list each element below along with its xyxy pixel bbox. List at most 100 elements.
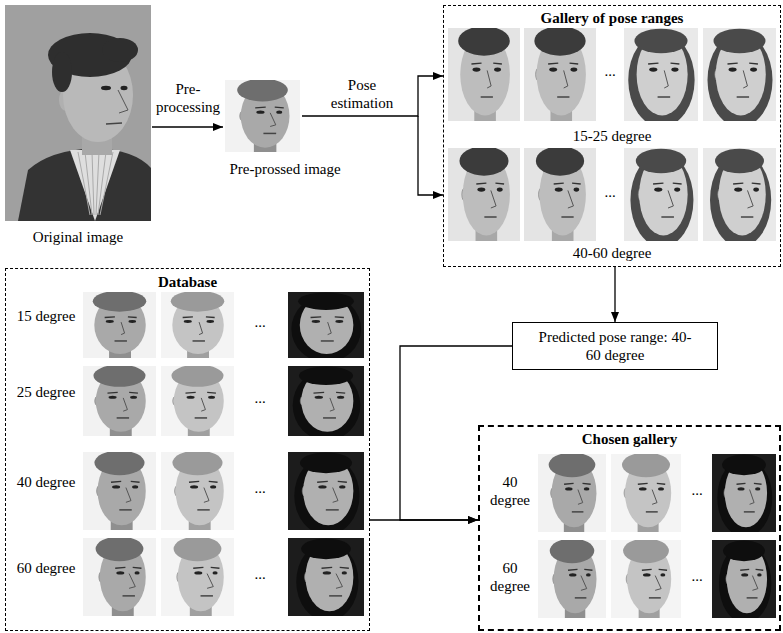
pose-label: 40 degree — [484, 473, 536, 509]
mouth — [646, 511, 658, 513]
nose — [118, 90, 128, 113]
nose — [747, 190, 753, 208]
eyebrow — [548, 62, 558, 64]
eye — [121, 86, 128, 90]
face-photo — [288, 538, 364, 616]
eye — [116, 571, 124, 574]
mouth — [744, 511, 755, 513]
eyebrow — [756, 569, 764, 571]
hair — [534, 28, 585, 56]
connector-line — [152, 126, 223, 127]
eye — [473, 68, 481, 72]
hair — [96, 538, 144, 561]
eyebrow — [133, 567, 142, 569]
eye — [208, 396, 215, 399]
eye — [755, 487, 760, 490]
ellipsis-mark: ... — [248, 389, 272, 407]
nose — [743, 70, 747, 88]
nose — [487, 70, 491, 88]
hair — [94, 452, 144, 475]
ellipsis-mark: ... — [248, 313, 272, 331]
hair — [458, 28, 510, 56]
hair — [237, 80, 288, 101]
eye — [256, 111, 264, 114]
shirt — [70, 150, 120, 221]
eyebrow — [105, 316, 115, 318]
eyebrow — [335, 316, 344, 318]
eye — [674, 188, 680, 192]
nose — [199, 322, 202, 334]
hair — [171, 366, 223, 387]
gallery-box: Gallery of pose ranges15-25 degree40-60 … — [443, 5, 781, 267]
mouth — [658, 96, 671, 98]
connector-line — [302, 76, 443, 116]
eyebrow — [255, 106, 265, 108]
eye — [135, 571, 140, 574]
eye — [555, 188, 563, 192]
eye — [318, 485, 326, 488]
ellipsis-mark: ... — [685, 481, 709, 499]
eyebrow — [493, 62, 502, 64]
eyebrow — [471, 62, 481, 64]
eye — [323, 571, 331, 574]
face-photo — [83, 538, 156, 616]
eye — [570, 68, 577, 72]
eye — [335, 320, 343, 323]
caption: Pre-prossed image — [205, 160, 365, 178]
face-photo — [83, 366, 156, 436]
eyebrow — [752, 182, 761, 184]
face-photo — [225, 80, 300, 152]
eyebrow — [476, 182, 486, 184]
mouth — [263, 133, 276, 135]
eye — [660, 573, 665, 576]
mouth — [561, 216, 573, 218]
eye — [315, 396, 323, 399]
eyebrow — [107, 392, 117, 394]
result-text: Predicted pose range: 40-60 degree — [533, 328, 698, 364]
eye — [584, 487, 590, 490]
eyebrow — [311, 316, 322, 318]
eye — [741, 573, 748, 576]
face-photo — [624, 28, 698, 121]
mouth — [123, 595, 135, 597]
eyebrow — [583, 483, 591, 485]
nose — [270, 113, 276, 127]
eyebrow — [336, 392, 345, 394]
hair — [536, 148, 584, 176]
eyebrow — [570, 62, 579, 64]
hair — [93, 366, 145, 387]
eye — [639, 487, 647, 490]
face-photo — [524, 28, 596, 121]
eye — [734, 188, 742, 192]
ellipsis-mark: ... — [685, 567, 709, 585]
jacket — [18, 148, 151, 221]
caption: Original image — [4, 228, 152, 246]
nose — [336, 574, 342, 589]
mouth — [575, 597, 587, 599]
eyebrow — [727, 62, 737, 64]
face-photo — [703, 148, 776, 241]
face-photo — [448, 148, 520, 241]
eyebrow — [648, 62, 658, 64]
eyebrow — [183, 316, 193, 318]
nose — [664, 70, 668, 88]
shirt-stripe — [85, 152, 92, 215]
eyebrow — [659, 569, 667, 571]
nose — [201, 398, 205, 411]
eyebrow — [209, 481, 218, 483]
box-heading: Chosen gallery — [480, 430, 779, 448]
nose — [126, 488, 131, 503]
hair — [300, 453, 352, 474]
box-heading: Database — [6, 273, 369, 291]
nose — [568, 190, 574, 208]
eye — [654, 188, 662, 192]
mouth — [572, 511, 584, 513]
hair — [549, 454, 596, 477]
nose — [491, 190, 496, 208]
mouth — [115, 340, 127, 342]
eye — [207, 320, 215, 323]
hair — [722, 455, 766, 476]
eye — [210, 485, 216, 488]
mouth — [484, 216, 496, 218]
pose-label: 40 degree — [13, 473, 79, 491]
